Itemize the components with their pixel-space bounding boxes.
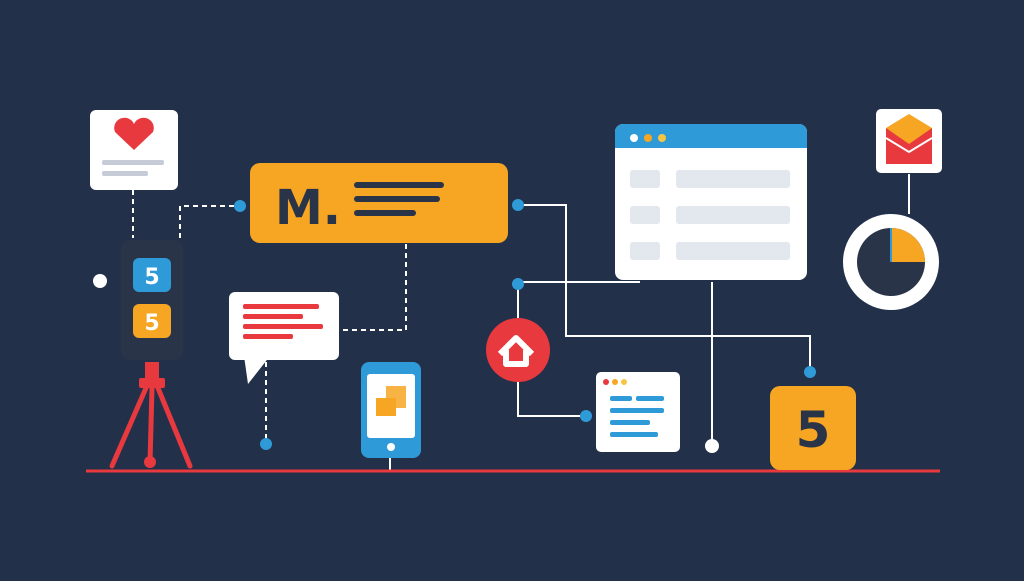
home-badge — [486, 318, 550, 382]
mail-card — [876, 109, 942, 173]
main-block-label: M. — [275, 180, 341, 236]
tower-tile-bottom-label: 5 — [144, 311, 159, 336]
tower: 5 5 — [121, 240, 183, 360]
connector-main-to-browser — [518, 204, 811, 372]
connector-dot — [260, 438, 272, 450]
connector-dot — [234, 200, 246, 212]
number-badge-label: 5 — [796, 401, 831, 459]
tower-tile-bottom — [133, 304, 171, 338]
connector-tower-to-main — [179, 205, 240, 238]
connector-home-to-doc — [517, 380, 586, 417]
heart-icon — [114, 117, 154, 150]
connector-dot — [804, 366, 816, 378]
heart-card — [90, 110, 178, 190]
chat-bubble — [229, 292, 339, 384]
connector-dot-white — [705, 439, 719, 453]
connector-browser-to-home — [517, 281, 640, 318]
connector-dot — [512, 199, 524, 211]
home-icon — [497, 335, 535, 367]
connector-dot — [512, 278, 524, 290]
connector-dot — [580, 410, 592, 422]
gauge-filled-slice — [891, 228, 925, 262]
connector-dots — [93, 199, 816, 453]
number-badge: 5 — [770, 386, 856, 470]
browser-window — [615, 124, 807, 280]
document-card — [596, 372, 680, 452]
connector-main-to-chat — [340, 244, 407, 331]
tripod-icon — [109, 362, 193, 469]
main-block: M. — [250, 163, 508, 243]
smartphone-icon — [361, 362, 421, 458]
connector-dot-white — [93, 274, 107, 288]
pie-gauge-icon — [843, 214, 939, 310]
tower-tile-top-label: 5 — [144, 265, 159, 290]
tower-tile-top — [133, 258, 171, 292]
envelope-icon — [885, 114, 933, 164]
